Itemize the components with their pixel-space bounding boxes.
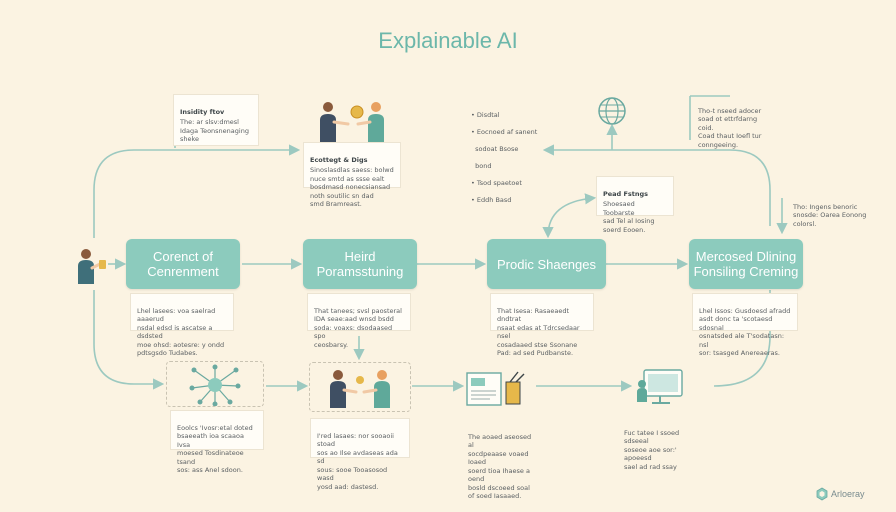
person-presenting-icon (78, 249, 106, 284)
note-bottom-4: Fuc tatee I ssoed sdseeal soseoe aoe sor… (618, 416, 704, 471)
arrow-side-loop (542, 193, 597, 239)
neural-network-icon (189, 364, 241, 406)
bullet-text: bond (475, 161, 492, 170)
bullet-item: • Tsod spaetoet (471, 178, 522, 187)
people-illustration-frame (309, 362, 411, 412)
arrow-bottom-loop-right (713, 290, 771, 387)
arrow-top-loop-right (542, 144, 771, 226)
stage-predict-changes: Prodic Shaenges (487, 239, 606, 289)
note-text: That tanees; svsl paosteral IDA seae:aad… (314, 306, 402, 349)
note-bottom-1: Eoolcs 'Ivosr:etal doted bsaeeath ioa sc… (170, 410, 264, 474)
logo-text: Arloeray (831, 489, 865, 499)
note-text: Tho: Ingens benoric snosde: Oarea Eonong… (793, 202, 867, 228)
brand-logo: Arloeray (816, 487, 865, 501)
arrow-top-loop-left (93, 144, 301, 238)
note-text: The aoaed aseosed al socdpeaase voaed Io… (468, 432, 532, 501)
note-text: I'red lasaes: nor sooaoii stoad sos ao I… (317, 431, 398, 491)
stage-parameter-tuning: Heird Poramsstuning (303, 239, 417, 289)
stage-label: Heird Poramsstuning (316, 249, 404, 279)
note-text: That Isesa: Rasaeaedt dndtrat nsaat edas… (497, 306, 580, 358)
app-logo-icon (816, 487, 828, 501)
note-text: Sinoslasdlas saess: bolwd nuce smtd as s… (310, 166, 394, 208)
note-under-stage1: Lhel lasees: voa saelrad aaaerud nsdal e… (130, 293, 234, 357)
note-title: Pead Fstngs (603, 189, 649, 198)
people-exchange-icon (320, 102, 384, 142)
note-title: Insidity ftov (180, 107, 225, 116)
network-illustration-frame (166, 361, 264, 407)
stage-decision-output: Mercosed Dlining Fonsiling Creming (689, 239, 803, 289)
bullet-item: bond (471, 162, 543, 171)
note-under-stage4: Lhel Issos: Gusdoesd afradd asdt donc ta… (692, 293, 798, 357)
note-bottom-3: The aoaed aseosed al socdpeaase voaed Io… (462, 420, 542, 501)
stage-label: Prodic Shaenges (496, 256, 596, 272)
stage-context: Corenct of Cenrenment (126, 239, 240, 289)
stage-label: Mercosed Dlining Fonsiling Creming (693, 249, 799, 279)
note-text: Eoolcs 'Ivosr:etal doted bsaeeath ioa sc… (177, 423, 253, 475)
note-under-stage2: That tanees; svsl paosteral IDA seae:aad… (307, 293, 411, 349)
note-title: Ecottegt & Digs (310, 155, 368, 164)
bullet-text: Eocnoed af sanent (476, 127, 538, 136)
note-top-right: Tho-t nseed adocer soad ot ettrfdarng co… (692, 94, 770, 149)
note-text: Lhel lasees: voa saelrad aaaerud nsdal e… (137, 306, 225, 358)
arrow-bottom-loop-left (93, 290, 165, 390)
chart-document-icon (466, 371, 525, 406)
note-far-right: Tho: Ingens benoric snosde: Oarea Eonong… (787, 190, 873, 228)
note-bottom-2: I'red lasaes: nor sooaoii stoad sos ao I… (310, 418, 410, 491)
note-text: Lhel Issos: Gusdoesd afradd asdt donc ta… (699, 306, 791, 358)
stage-label: Corenct of Cenrenment (147, 249, 219, 279)
note-text: Tho-t nseed adocer soad ot ettrfdarng co… (698, 106, 762, 149)
note-text: The: ar slsv:dmesl Idaga Teonsnenaging s… (180, 118, 249, 143)
globe-icon (598, 97, 626, 125)
note-top-bullets: • Disdtal • Eocnoed af sanent sodoat Bso… (465, 98, 549, 204)
bullet-text: Disdtal (476, 110, 500, 119)
computer-user-icon (637, 369, 683, 404)
bullet-text: Eddh Basd (476, 195, 512, 204)
bullet-text: Tsod spaetoet (476, 178, 522, 187)
diagram-title: Explainable AI (378, 28, 518, 53)
bullet-item: • Disdtal (471, 110, 500, 119)
bullet-item: • Eddh Basd (471, 195, 512, 204)
bullet-item: sodoat Bsose (471, 145, 543, 154)
people-exchange-icon (330, 370, 390, 408)
note-text: Shoesaed Toobarste sad Tel al Iosing soe… (603, 200, 655, 234)
note-under-stage3: That Isesa: Rasaeaedt dndtrat nsaat edas… (490, 293, 594, 357)
bullet-item: • Eocnoed af sanent (471, 127, 538, 136)
note-text: Fuc tatee I ssoed sdseeal soseoe aoe sor… (624, 428, 680, 471)
bullet-text: sodoat Bsose (475, 144, 519, 153)
